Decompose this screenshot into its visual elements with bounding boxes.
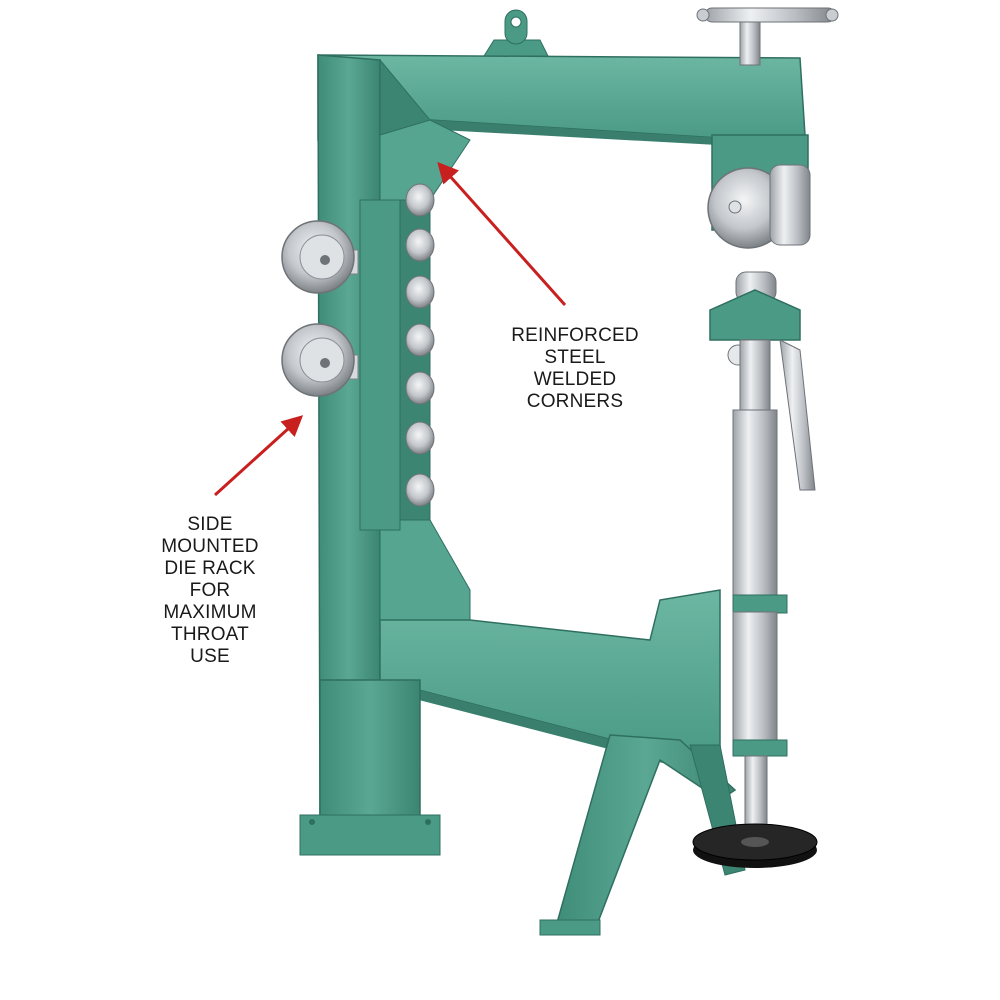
adjustment-handwheel: [692, 823, 818, 868]
t-handle: [696, 7, 839, 66]
vertical-post: [732, 339, 788, 827]
die-rack: [359, 199, 401, 531]
die-rack-callout: SIDE MOUNTED DIE RACK FOR MAXIMUM THROAT…: [161, 514, 259, 667]
rack-arrow: [213, 415, 304, 497]
upper-wheel-assembly: [707, 134, 811, 249]
anvil-assembly: [709, 271, 816, 491]
left-leg-base: [299, 679, 441, 856]
stacked-dies: [405, 183, 435, 507]
corners-arrow: [437, 161, 567, 306]
large-side-dies: [281, 220, 359, 397]
lifting-eye: [483, 9, 549, 57]
reinforced-corners-callout: REINFORCED STEEL WELDED CORNERS: [511, 325, 639, 412]
